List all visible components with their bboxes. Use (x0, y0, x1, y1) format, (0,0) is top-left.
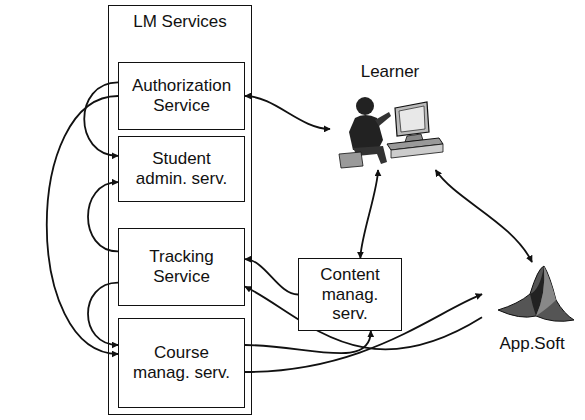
service-box: Content manag. serv. (298, 258, 402, 331)
service-box: Authorization Service (118, 62, 245, 130)
box-label: Student admin. serv. (125, 149, 238, 188)
box-label: Authorization Service (125, 76, 238, 115)
connector-arrow (245, 331, 371, 353)
connector-arrow (88, 182, 118, 251)
figure-label: App.Soft (472, 334, 585, 354)
group-heading: LM Services (109, 12, 251, 32)
application-icon-shape (496, 264, 576, 330)
connector-arrow (360, 170, 378, 258)
learner-illustration (335, 88, 445, 170)
service-box: Tracking Service (118, 228, 245, 306)
connector-arrow (88, 283, 118, 345)
connector-arrow (436, 170, 532, 262)
learner-figure: Learner (330, 62, 450, 170)
figure-label: Learner (330, 62, 450, 82)
application-icon: App.Soft (482, 262, 582, 354)
connector-arrow (245, 96, 330, 129)
service-group: LM ServicesAuthorization ServiceStudent … (108, 5, 252, 415)
box-label: Course manag. serv. (125, 343, 238, 382)
connector-arrow (245, 259, 298, 294)
service-box: Course manag. serv. (118, 318, 245, 408)
box-label: Tracking Service (125, 247, 238, 286)
connector-arrow (84, 82, 118, 155)
box-label: Content manag. serv. (305, 265, 395, 324)
service-box: Student admin. serv. (118, 136, 245, 202)
